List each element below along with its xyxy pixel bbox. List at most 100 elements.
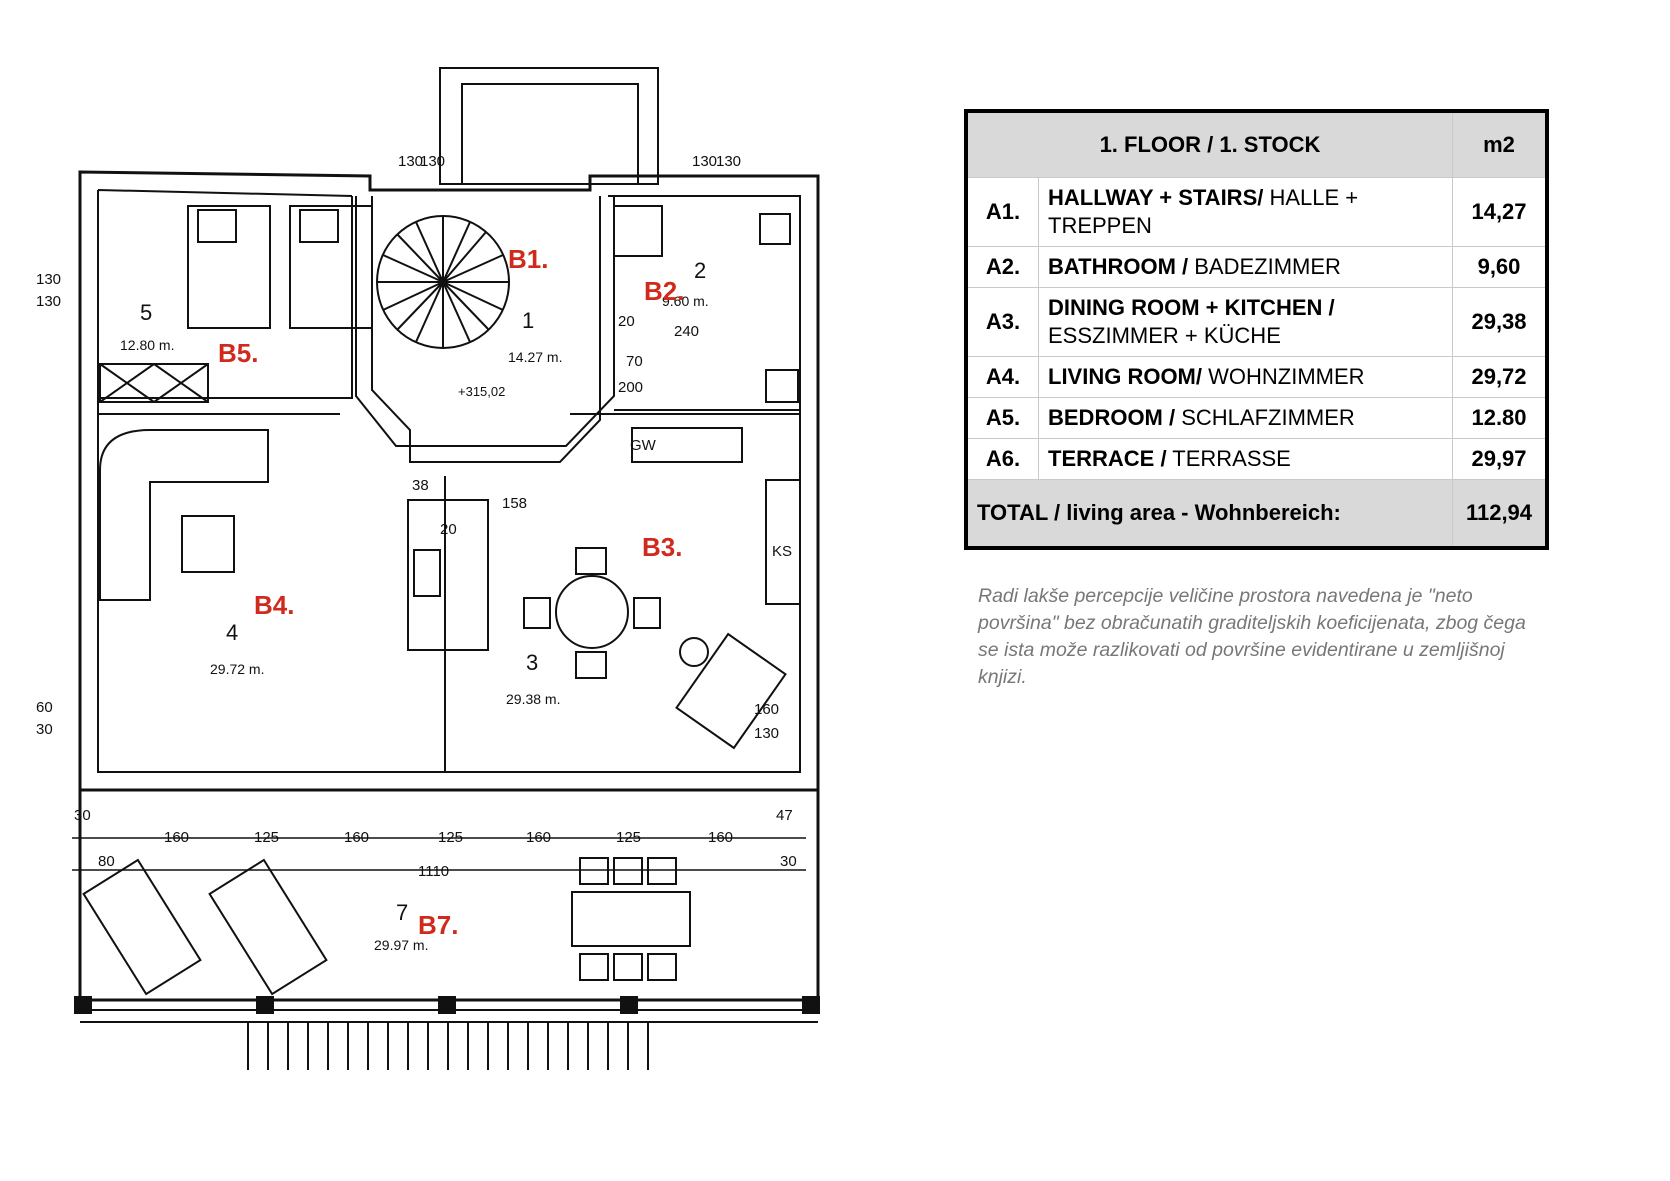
total-value: 112,94 xyxy=(1452,479,1548,549)
balcony-inner xyxy=(461,83,639,185)
dim-label: 30 xyxy=(780,853,797,870)
sofa xyxy=(99,429,269,601)
room-3-area: 29.38 m. xyxy=(506,691,560,707)
dining-table xyxy=(555,575,629,649)
dim-label: 47 xyxy=(776,807,793,824)
terrace-post xyxy=(74,996,92,1014)
dim-label: 130 xyxy=(36,293,61,310)
row-label-en: BATHROOM / xyxy=(1048,254,1189,279)
ks-label: KS xyxy=(772,543,792,560)
room-4-number: 4 xyxy=(226,620,238,645)
room-3-tag: B3. xyxy=(642,532,682,562)
kitchen-counter xyxy=(631,427,743,463)
room-2-area: 9.60 m. xyxy=(662,293,709,309)
table-row: A4. LIVING ROOM/ WOHNZIMMER 29,72 xyxy=(965,356,1548,398)
bed-right xyxy=(289,205,373,329)
bedroom-wall xyxy=(98,196,353,399)
elevation-label: +315,02 xyxy=(458,384,505,399)
row-code: A1. xyxy=(965,177,1039,247)
room-1-area: 14.27 m. xyxy=(508,349,562,365)
kitchen-counter-side xyxy=(765,479,801,605)
row-label-de: TERRASSE xyxy=(1166,446,1291,471)
chair-bottom xyxy=(575,651,607,679)
row-label-en: HALLWAY + STAIRS/ xyxy=(1048,185,1264,210)
fireplace xyxy=(413,549,441,597)
outer-wall xyxy=(78,170,820,792)
room-7-area: 29.97 m. xyxy=(374,937,428,953)
dim-label: 160 xyxy=(526,829,551,846)
pillow-left xyxy=(197,209,237,243)
chair-right xyxy=(633,597,661,629)
room-5-number: 5 xyxy=(140,300,152,325)
area-table: 1. FLOOR / 1. STOCK m2 A1. HALLWAY + STA… xyxy=(964,109,1549,550)
terrace-chair-5 xyxy=(613,953,643,981)
table-total-row: TOTAL / living area - Wohnbereich: 112,9… xyxy=(965,479,1548,549)
room-5-tag: B5. xyxy=(218,338,258,368)
room-1-number: 1 xyxy=(522,308,534,333)
row-value: 29,38 xyxy=(1452,287,1548,357)
terrace-post xyxy=(256,996,274,1014)
dim-label: 240 xyxy=(674,323,699,340)
lounger-right xyxy=(208,858,328,996)
row-description: BEDROOM / SCHLAFZIMMER xyxy=(1038,397,1453,439)
row-label-en: BEDROOM / xyxy=(1048,405,1176,430)
dim-label: 160 xyxy=(164,829,189,846)
coffee-table xyxy=(181,515,235,573)
row-description: TERRACE / TERRASSE xyxy=(1038,438,1453,480)
dim-label: 70 xyxy=(626,353,643,370)
kitchen-stool xyxy=(679,637,709,667)
table-row: A2. BATHROOM / BADEZIMMER 9,60 xyxy=(965,246,1548,288)
table-row: A1. HALLWAY + STAIRS/ HALLE + TREPPEN 14… xyxy=(965,177,1548,247)
dim-label: 130 xyxy=(754,725,779,742)
table-unit: m2 xyxy=(1452,110,1548,178)
spiral-stair-steps xyxy=(377,216,509,348)
dim-label: 160 xyxy=(708,829,733,846)
room-7-tag: B7. xyxy=(418,910,458,940)
balcony-outline xyxy=(439,67,659,185)
dim-label: 160 xyxy=(754,701,779,718)
row-value: 12.80 xyxy=(1452,397,1548,439)
total-label: TOTAL / living area - Wohnbereich: xyxy=(965,479,1453,549)
room-1-tag: B1. xyxy=(508,244,548,274)
dim-label: 130 xyxy=(716,153,741,170)
dim-label: 80 xyxy=(98,853,115,870)
inner-wall-line xyxy=(97,189,801,773)
dimension-line-top xyxy=(72,837,806,871)
dim-label: 125 xyxy=(616,829,641,846)
dim-label: 125 xyxy=(254,829,279,846)
row-label-de: SCHLAFZIMMER xyxy=(1175,405,1355,430)
row-label-de: WOHNZIMMER xyxy=(1202,364,1365,389)
table-row: A5. BEDROOM / SCHLAFZIMMER 12.80 xyxy=(965,397,1548,439)
dim-label: 20 xyxy=(440,521,457,538)
chair-top xyxy=(575,547,607,575)
row-description: BATHROOM / BADEZIMMER xyxy=(1038,246,1453,288)
row-code: A6. xyxy=(965,438,1039,480)
row-label-en: TERRACE / xyxy=(1048,446,1167,471)
room-5-area: 12.80 m. xyxy=(120,337,174,353)
row-value: 14,27 xyxy=(1452,177,1548,247)
terrace-chair-2 xyxy=(613,857,643,885)
terrace-chair-4 xyxy=(579,953,609,981)
dim-label: 30 xyxy=(36,721,53,738)
wardrobe xyxy=(99,363,209,403)
room-3-number: 3 xyxy=(526,650,538,675)
dim-label: 160 xyxy=(344,829,369,846)
dim-label: 130 xyxy=(36,271,61,288)
area-note: Radi lakše percepcije veličine prostora … xyxy=(978,585,1526,688)
row-label-de: ESSZIMMER + KÜCHE xyxy=(1048,323,1281,348)
dim-label: 130 xyxy=(420,153,445,170)
dim-label: 1110 xyxy=(418,863,449,880)
kitchen-island xyxy=(407,499,489,651)
row-description: DINING ROOM + KITCHEN / ESSZIMMER + KÜCH… xyxy=(1038,287,1453,357)
table-row: A6. TERRACE / TERRASSE 29,97 xyxy=(965,438,1548,480)
dim-label: 130 xyxy=(692,153,717,170)
row-code: A4. xyxy=(965,356,1039,398)
room-7-number: 7 xyxy=(396,900,408,925)
toilet xyxy=(759,213,791,245)
row-value: 9,60 xyxy=(1452,246,1548,288)
pillow-right xyxy=(299,209,339,243)
terrace-table xyxy=(571,891,691,947)
wardrobe-cross xyxy=(99,363,209,403)
kitchen-table xyxy=(675,632,787,750)
dim-label: 60 xyxy=(36,699,53,716)
